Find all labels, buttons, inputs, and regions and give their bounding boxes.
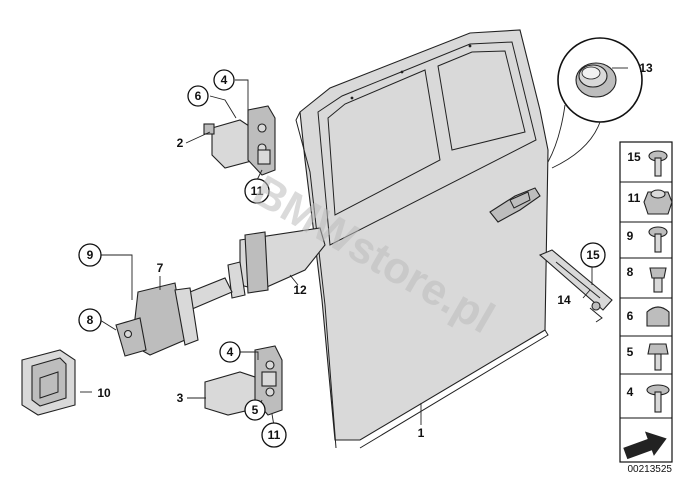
hex-nut-icon (643, 189, 673, 215)
callout-11-lower: 11 (268, 428, 281, 442)
callout-8: 8 (87, 313, 94, 327)
door-buffer (21, 349, 76, 416)
callout-6: 6 (195, 89, 202, 103)
legend-label-6: 6 (627, 309, 634, 323)
callout-12: 12 (293, 283, 307, 297)
legend-labels: 15 11 9 8 6 5 4 (627, 150, 641, 399)
expanding-rivet-icon (649, 267, 667, 293)
legend-label-4: 4 (627, 385, 634, 399)
callout-1: 1 (418, 426, 425, 440)
upper-hinge (203, 105, 276, 176)
callout-11-upper: 11 (251, 184, 264, 198)
hex-bolt-icon (647, 343, 669, 371)
lower-hinge (204, 345, 283, 416)
callout-9: 9 (87, 248, 94, 262)
torx-bolt-icon (648, 226, 668, 253)
callout-15: 15 (586, 248, 600, 262)
leader-lines (80, 67, 628, 433)
legend-label-9: 9 (627, 229, 634, 243)
callout-4-lower: 4 (227, 345, 234, 359)
catalog-number: 00213525 (628, 464, 673, 475)
rear-door (295, 29, 549, 449)
legend-label-11: 11 (628, 191, 641, 205)
fastener-legend (619, 141, 673, 463)
direction-arrow-icon (623, 431, 667, 460)
callout-7: 7 (157, 261, 164, 275)
callout-14: 14 (557, 293, 571, 307)
flange-bolt-icon (648, 150, 668, 177)
callout-13: 13 (639, 61, 653, 75)
bracket (538, 249, 613, 323)
callout-5: 5 (252, 403, 259, 417)
legend-label-8: 8 (627, 265, 634, 279)
cap-icon (646, 306, 670, 327)
grommet-detail (547, 37, 643, 169)
door-check-strap (115, 227, 326, 357)
callout-3: 3 (177, 391, 184, 405)
washer-bolt-icon (646, 384, 670, 413)
callout-2: 2 (177, 136, 184, 150)
callout-labels: 1 2 3 4 4 5 6 7 8 9 10 11 11 12 13 14 15 (78, 61, 653, 448)
legend-label-5: 5 (627, 345, 634, 359)
legend-label-15: 15 (627, 150, 641, 164)
callout-4-upper: 4 (221, 73, 228, 87)
callout-10: 10 (97, 386, 111, 400)
